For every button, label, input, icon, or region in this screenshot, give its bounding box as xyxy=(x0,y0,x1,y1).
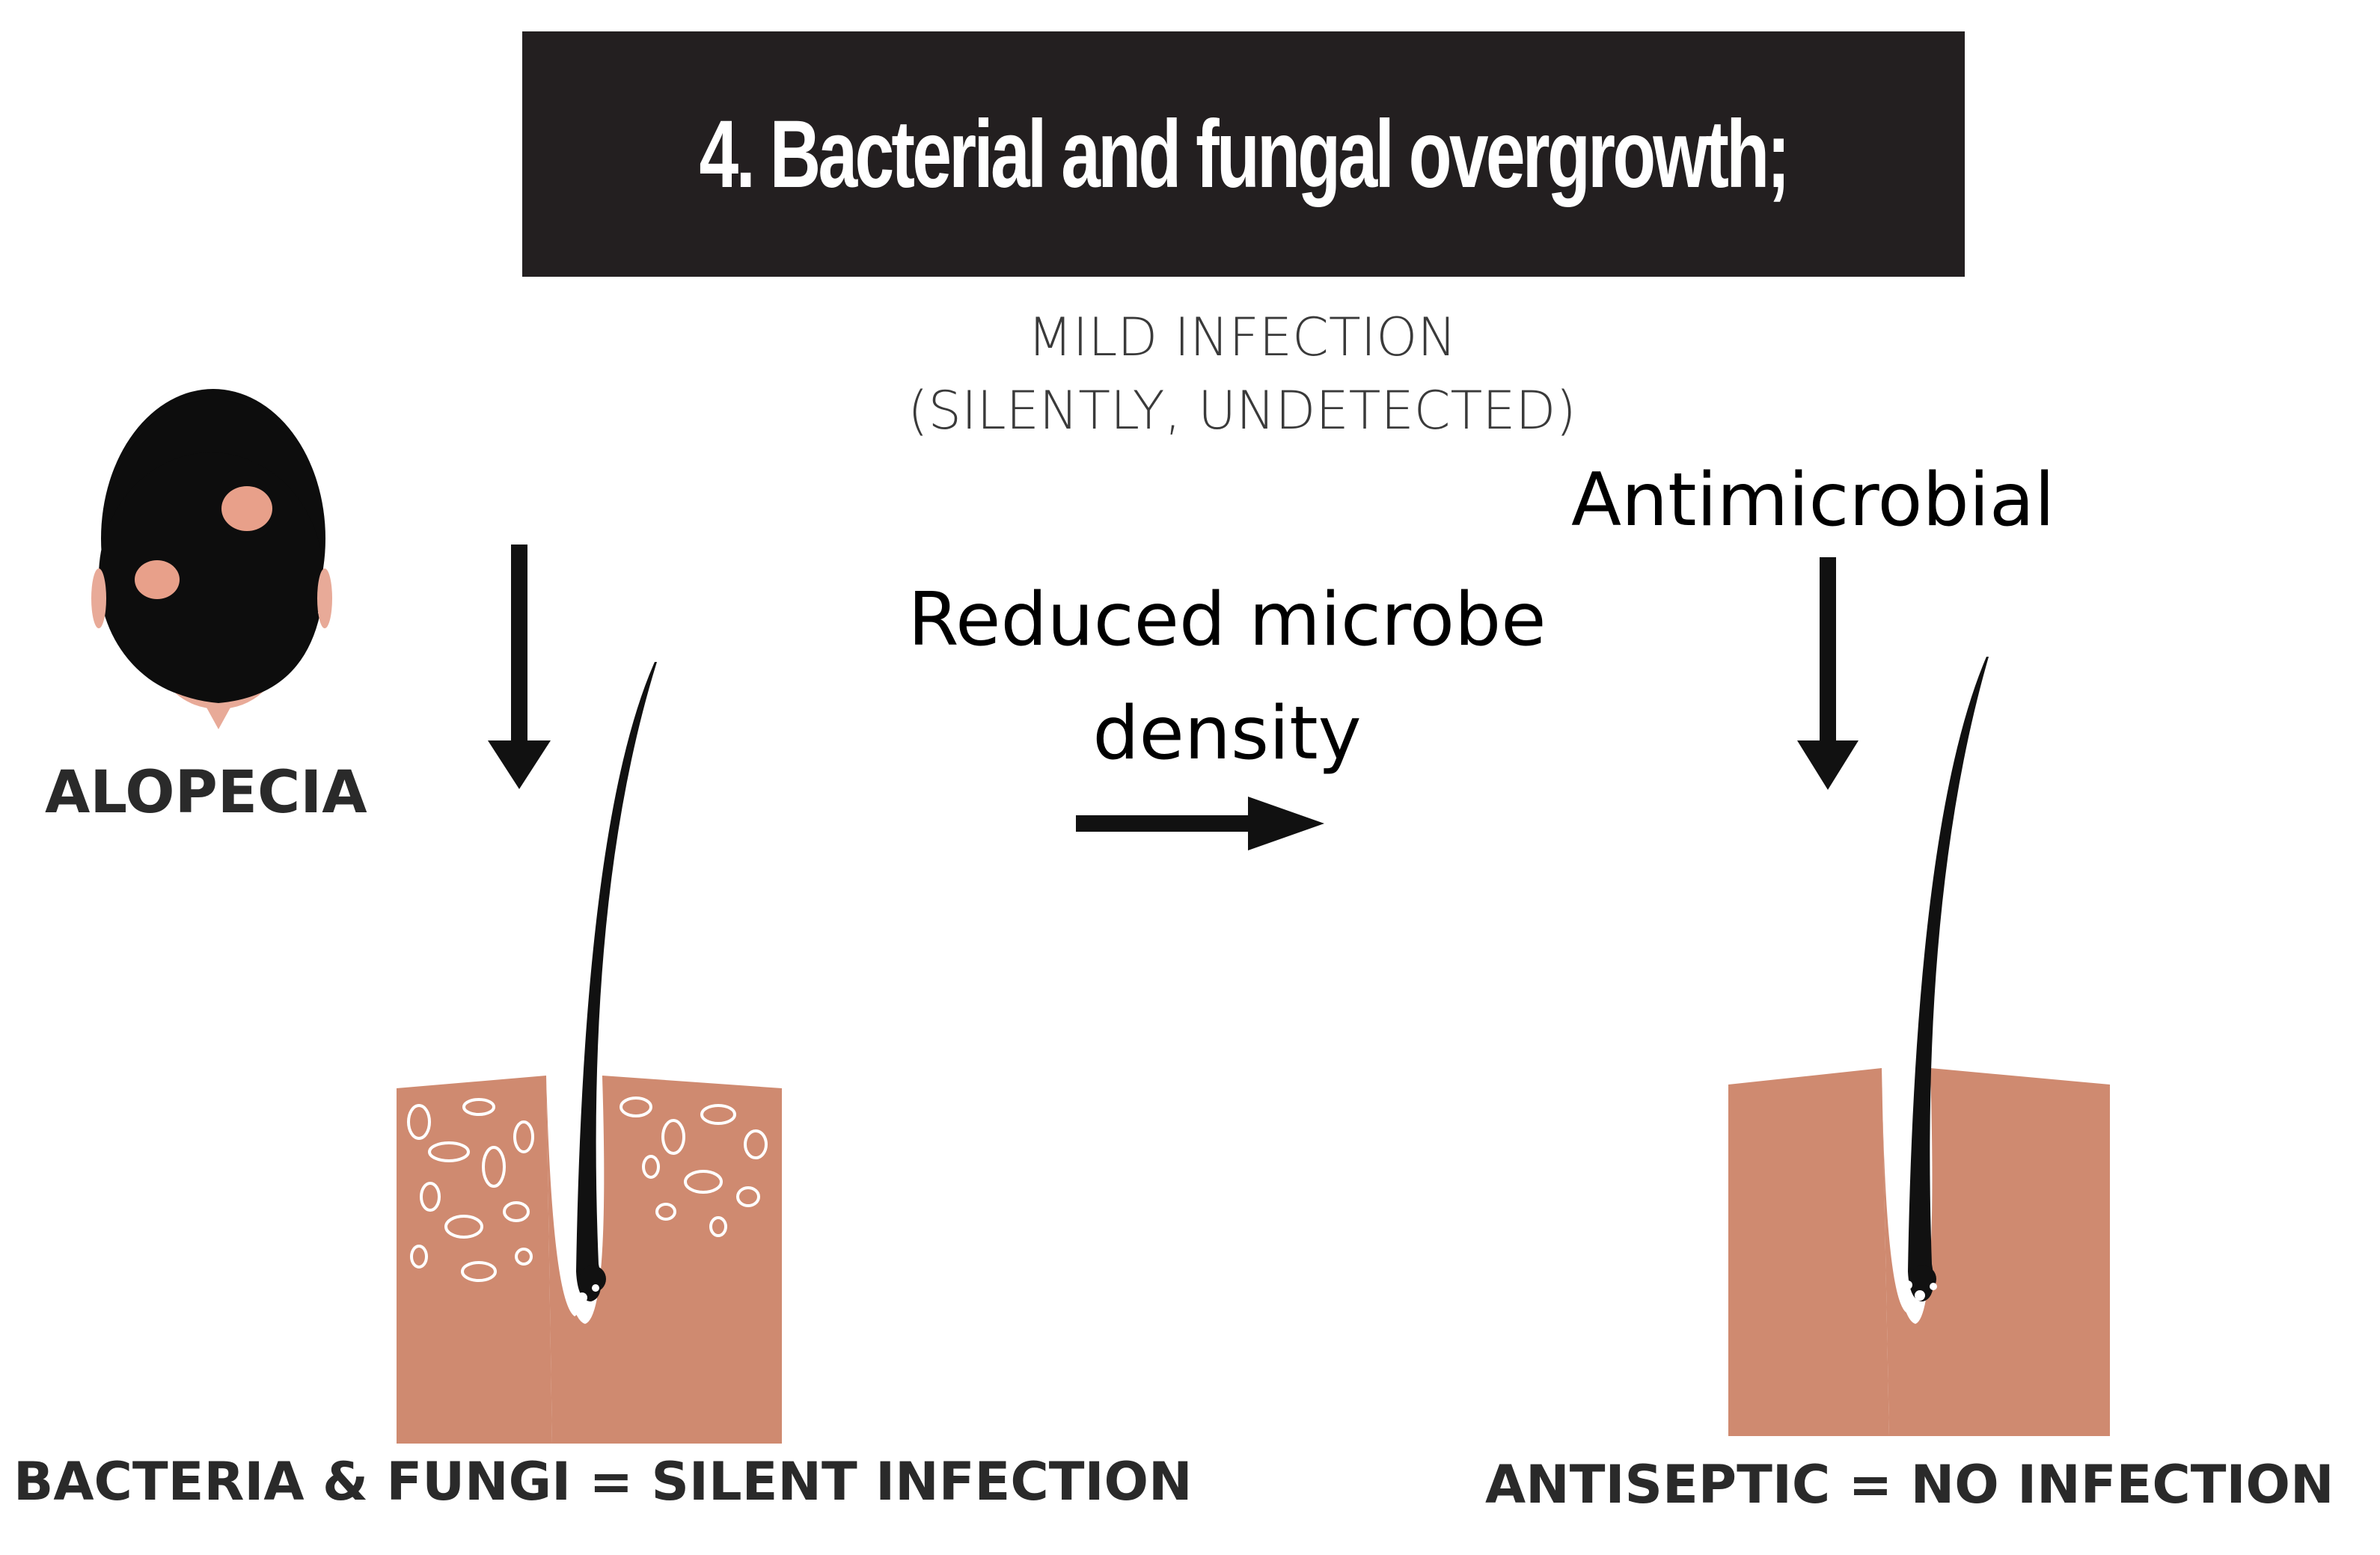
infected-caption: BACTERIA & FUNGI = SILENT INFECTION xyxy=(13,1451,1193,1512)
alopecia-label: ALOPECIA xyxy=(45,759,367,826)
bald-patch-1 xyxy=(221,486,272,531)
bald-patch-2 xyxy=(135,560,180,599)
skin-block-infected xyxy=(397,662,782,1444)
subtitle-line-2: (SILENTLY, UNDETECTED) xyxy=(908,380,1576,441)
skin-block-healthy xyxy=(1728,657,2110,1436)
reduced-density-line-2: density xyxy=(1092,691,1362,776)
down-arrow-right xyxy=(1797,557,1859,790)
head-illustration xyxy=(91,389,332,729)
right-arrow-middle xyxy=(1076,797,1324,850)
reduced-density-line-1: Reduced microbe xyxy=(908,577,1547,663)
down-arrow-left xyxy=(488,545,551,789)
subtitle-line-1: MILD INFECTION xyxy=(1027,307,1457,368)
healthy-caption: ANTISEPTIC = NO INFECTION xyxy=(1485,1454,2334,1515)
page-title: 4. Bacterial and fungal overgrowth; xyxy=(699,100,1790,208)
antimicrobial-label: Antimicrobial xyxy=(1571,458,2055,543)
title-banner: 4. Bacterial and fungal overgrowth; xyxy=(522,31,1965,277)
